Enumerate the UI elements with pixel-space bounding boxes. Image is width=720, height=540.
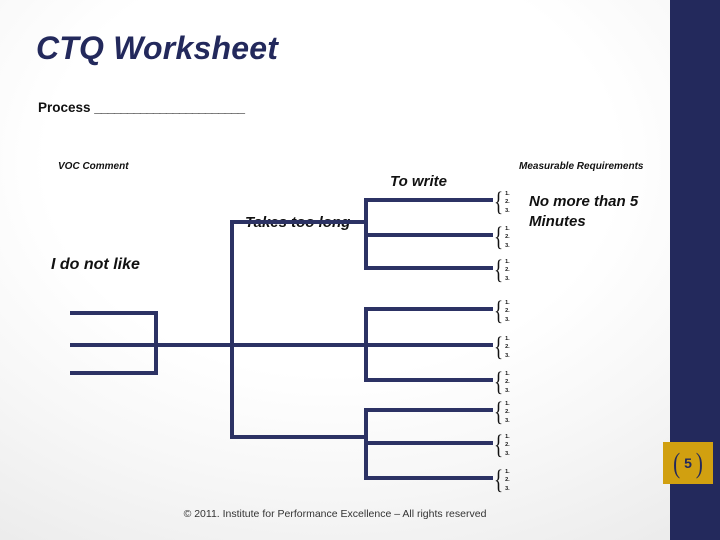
tree-level2-arm-1 bbox=[230, 220, 368, 224]
requirement-item: 2. bbox=[505, 442, 510, 449]
brace-icon: { bbox=[494, 332, 504, 363]
page-number: 5 bbox=[684, 455, 692, 471]
requirement-group-8: { 1. 2. 3. bbox=[494, 430, 510, 461]
requirement-list: 1. 2. 3. bbox=[504, 299, 510, 324]
requirement-item: 3. bbox=[505, 207, 510, 214]
process-label-text: Process bbox=[38, 100, 95, 115]
requirement-item: 1. bbox=[505, 191, 510, 197]
tree-leaf-line-4 bbox=[364, 307, 493, 311]
tree-leaf-line-5 bbox=[364, 343, 493, 347]
measurable-requirements-column-label: Measurable Requirements bbox=[519, 161, 644, 172]
requirement-item: 3. bbox=[505, 242, 510, 249]
brace-icon: { bbox=[494, 187, 504, 218]
requirement-group-7: { 1. 2. 3. bbox=[494, 397, 510, 428]
badge-bracket-left-icon: ( bbox=[673, 446, 681, 479]
requirement-list: 1. 2. 3. bbox=[504, 258, 510, 283]
requirement-item: 3. bbox=[505, 485, 510, 492]
tree-root-stub-3 bbox=[70, 371, 158, 375]
requirement-item: 3. bbox=[505, 275, 510, 282]
requirement-item: 1. bbox=[505, 371, 510, 377]
brace-icon: { bbox=[494, 465, 504, 496]
requirement-list: 1. 2. 3. bbox=[504, 335, 510, 360]
requirement-group-3: { 1. 2. 3. bbox=[494, 255, 510, 286]
tree-level2-arm-2 bbox=[230, 343, 368, 347]
requirement-list: 1. 2. 3. bbox=[504, 400, 510, 425]
requirement-item: 1. bbox=[505, 300, 510, 306]
requirement-list: 1. 2. 3. bbox=[504, 433, 510, 458]
requirement-item: 2. bbox=[505, 344, 510, 351]
tree-leaf-line-1 bbox=[364, 198, 493, 202]
brace-icon: { bbox=[494, 296, 504, 327]
tree-leaf-line-2 bbox=[364, 233, 493, 237]
tree-level2-arm-3 bbox=[230, 435, 368, 439]
requirement-item: 1. bbox=[505, 434, 510, 440]
badge-bracket-right-icon: ) bbox=[695, 446, 703, 479]
requirement-list: 1. 2. 3. bbox=[504, 225, 510, 250]
requirement-group-6: { 1. 2. 3. bbox=[494, 367, 510, 398]
requirement-item: 2. bbox=[505, 379, 510, 386]
brace-icon: { bbox=[494, 430, 504, 461]
requirement-item: 2. bbox=[505, 308, 510, 315]
requirement-item: 1. bbox=[505, 469, 510, 475]
requirement-item: 1. bbox=[505, 226, 510, 232]
process-blank-rule: _______________________ bbox=[94, 100, 245, 115]
copyright-footer: © 2011. Institute for Performance Excell… bbox=[183, 508, 487, 520]
requirement-item: 1. bbox=[505, 336, 510, 342]
brace-icon: { bbox=[494, 222, 504, 253]
requirement-group-4: { 1. 2. 3. bbox=[494, 296, 510, 327]
tree-level2-spine bbox=[230, 220, 234, 439]
requirement-group-1: { 1. 2. 3. bbox=[494, 187, 510, 218]
requirement-item: 2. bbox=[505, 477, 510, 484]
requirement-item: 3. bbox=[505, 352, 510, 359]
requirement-group-2: { 1. 2. 3. bbox=[494, 222, 510, 253]
requirement-item: 3. bbox=[505, 316, 510, 323]
brace-icon: { bbox=[494, 397, 504, 428]
note-level3-driver: To write bbox=[390, 173, 447, 190]
requirement-item: 3. bbox=[505, 450, 510, 457]
process-field-label: Process _______________________ bbox=[38, 100, 245, 115]
voc-comment-column-label: VOC Comment bbox=[58, 161, 129, 172]
requirement-group-5: { 1. 2. 3. bbox=[494, 332, 510, 363]
requirement-item: 3. bbox=[505, 417, 510, 424]
requirement-item: 3. bbox=[505, 387, 510, 394]
requirement-group-9: { 1. 2. 3. bbox=[494, 465, 510, 496]
tree-root-stub-2 bbox=[70, 343, 158, 347]
requirement-item: 2. bbox=[505, 409, 510, 416]
requirement-list: 1. 2. 3. bbox=[504, 370, 510, 395]
page-title: CTQ Worksheet bbox=[36, 30, 279, 66]
requirement-item: 2. bbox=[505, 199, 510, 206]
requirement-list: 1. 2. 3. bbox=[504, 190, 510, 215]
requirement-item: 1. bbox=[505, 259, 510, 265]
requirement-item: 2. bbox=[505, 267, 510, 274]
tree-leaf-line-6 bbox=[364, 378, 493, 382]
tree-leaf-line-9 bbox=[364, 476, 493, 480]
tree-trunk bbox=[154, 343, 234, 347]
requirement-item: 2. bbox=[505, 234, 510, 241]
requirement-list: 1. 2. 3. bbox=[504, 468, 510, 493]
requirement-item: 1. bbox=[505, 401, 510, 407]
tree-leaf-line-7 bbox=[364, 408, 493, 412]
tree-root-stub-1 bbox=[70, 311, 158, 315]
brace-icon: { bbox=[494, 255, 504, 286]
note-root-voc: I do not like bbox=[51, 256, 140, 273]
tree-leaf-line-3 bbox=[364, 266, 493, 270]
tree-leaf-line-8 bbox=[364, 441, 493, 445]
page-number-badge: ( 5 ) bbox=[663, 442, 713, 484]
note-measurable-requirement: No more than 5 Minutes bbox=[529, 193, 639, 231]
brace-icon: { bbox=[494, 367, 504, 398]
